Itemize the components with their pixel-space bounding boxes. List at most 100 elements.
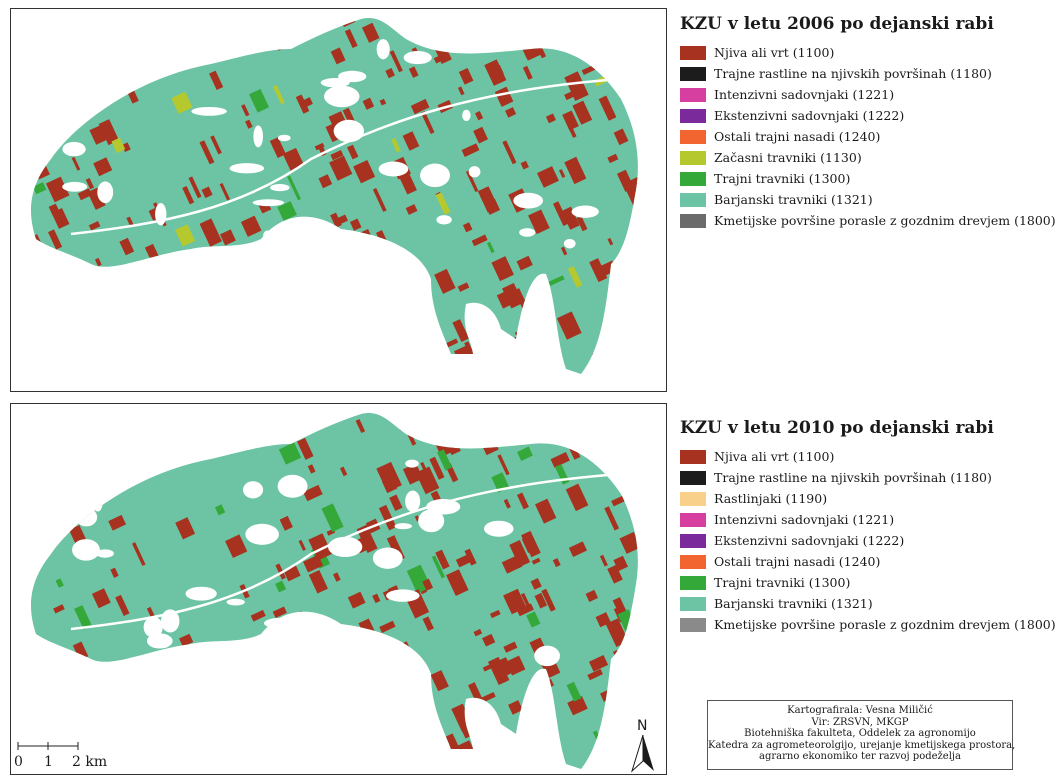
map-parcel (197, 329, 221, 356)
map-2006[interactable] (10, 8, 667, 392)
legend-item: Trajne rastline na njivskih površinah (1… (680, 63, 1020, 84)
map-parcel (616, 439, 626, 449)
map-parcel (339, 758, 353, 770)
map-parcel (344, 28, 358, 49)
map-parcel (269, 137, 286, 159)
map-clearing (156, 437, 178, 454)
map-parcel (261, 673, 278, 696)
map-parcel (434, 268, 456, 294)
map-parcel (520, 160, 529, 170)
map-parcel (506, 751, 519, 764)
map-parcel (548, 275, 565, 286)
map-parcel (206, 347, 218, 363)
map-parcel (272, 306, 285, 322)
map-clearing (333, 119, 365, 143)
map-parcel (561, 206, 580, 230)
map-parcel (133, 30, 144, 47)
map-parcel (350, 713, 375, 743)
map-parcel (85, 177, 94, 190)
map-parcel (545, 113, 556, 124)
map-parcel (531, 557, 541, 565)
map-parcel (562, 110, 579, 131)
map-parcel (503, 353, 521, 375)
map-parcel (482, 662, 496, 672)
legend-2010-title: KZU v letu 2010 po dejanski rabi (680, 418, 994, 438)
map-parcel (509, 539, 531, 567)
map-parcel (211, 294, 224, 307)
map-parcel (621, 329, 635, 349)
map-clearing (324, 85, 360, 108)
map-parcel (74, 605, 92, 630)
map-parcel (103, 83, 111, 93)
north-arrow-icon: N (628, 718, 658, 773)
map-parcel (155, 681, 164, 690)
map-parcel (256, 269, 273, 283)
legend-item: Ostali trajni nasadi (1240) (680, 551, 1020, 572)
map-clearing (403, 51, 432, 65)
map-parcel (372, 187, 387, 212)
map-parcel (298, 539, 306, 551)
map-parcel (462, 222, 473, 233)
map-parcel (467, 320, 480, 329)
map-parcel (87, 699, 106, 726)
map-parcel (339, 466, 348, 477)
map-parcel (379, 98, 387, 106)
map-parcel (461, 359, 474, 375)
map-parcel (174, 224, 196, 247)
map-parcel (613, 437, 631, 457)
map-parcel (136, 263, 158, 288)
map-parcel (607, 237, 614, 246)
legend-swatch (680, 575, 706, 590)
map-clearing (363, 663, 398, 672)
legend-2006: KZU v letu 2006 po dejanski rabi Njiva a… (680, 14, 1056, 231)
map-parcel (88, 221, 101, 231)
map-parcel (603, 44, 625, 66)
map-parcel (272, 606, 287, 619)
map-parcel (513, 742, 526, 758)
map-parcel (553, 201, 569, 227)
map-parcel (567, 265, 583, 288)
legend-item: Njiva ali vrt (1100) (680, 42, 1020, 63)
credits-line: Katedra za agrometeorolgijo, urejanje km… (708, 739, 1016, 751)
map-parcel (53, 604, 65, 614)
map-parcel (172, 287, 190, 300)
map-parcel (622, 54, 638, 69)
map-parcel (491, 357, 507, 370)
map-parcel (249, 88, 270, 113)
map-parcel (489, 609, 501, 619)
credits-box: Kartografirala: Vesna Miličić Vir: ZRSVN… (707, 700, 1016, 770)
map-parcel (53, 240, 62, 249)
map-parcel (188, 176, 202, 199)
map-clearing (571, 205, 599, 218)
legend-label: Barjanski travniki (1321) (714, 596, 873, 611)
map-parcel (272, 84, 285, 105)
map-parcel (502, 140, 517, 165)
map-parcel (287, 175, 302, 201)
map-parcel (484, 198, 501, 215)
legend-swatch (680, 449, 706, 464)
map-parcel (69, 663, 79, 675)
map-parcel (214, 504, 226, 516)
map-parcel (353, 159, 376, 184)
map-clearing (386, 589, 420, 602)
map-2010[interactable] (10, 403, 667, 775)
map-parcel (106, 668, 122, 682)
legend-item: Trajni travniki (1300) (680, 168, 1020, 189)
map-parcel (84, 460, 97, 471)
map-parcel (420, 111, 435, 134)
map-land-base (31, 18, 638, 375)
map-parcel (71, 156, 81, 171)
map-parcel (303, 484, 323, 502)
map-parcel (567, 696, 588, 716)
map-parcel (81, 39, 91, 48)
map-parcel (333, 572, 341, 582)
map-parcel (225, 534, 248, 559)
map-parcel (94, 257, 102, 267)
legend-swatch (680, 108, 706, 123)
map-2010-canvas (31, 413, 638, 770)
map-parcel (126, 216, 134, 226)
map-parcel (520, 592, 532, 612)
map-parcel (385, 68, 395, 79)
map-parcel (119, 237, 135, 256)
map-parcel (599, 554, 608, 567)
